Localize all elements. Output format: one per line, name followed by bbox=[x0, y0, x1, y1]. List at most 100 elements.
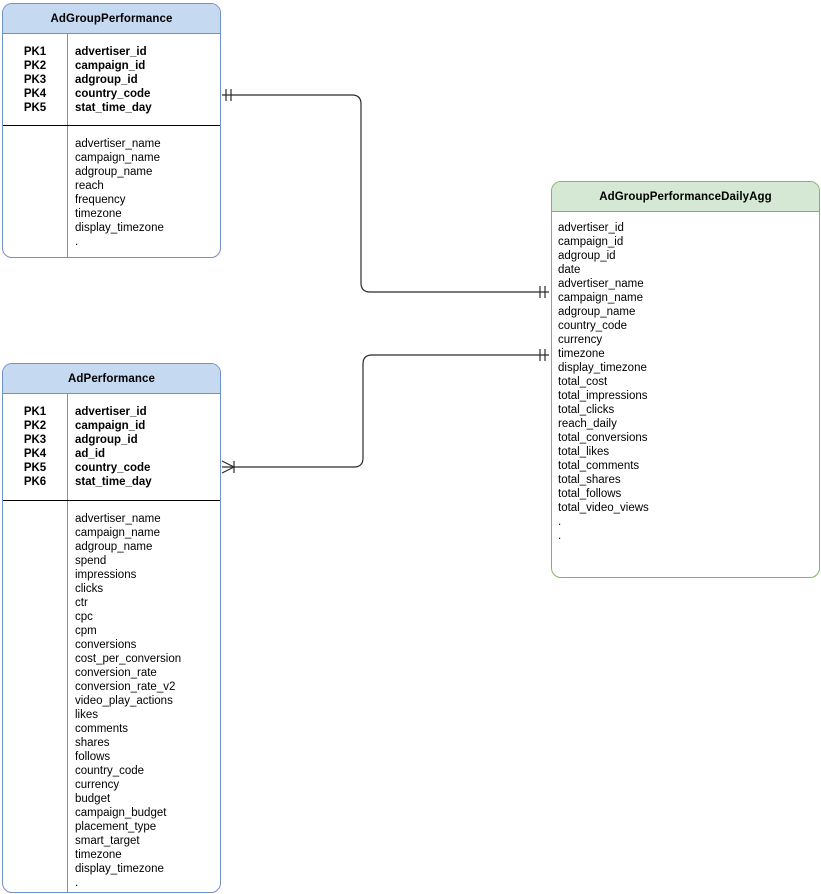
attribute: spend bbox=[75, 555, 107, 567]
key-field: ad_id bbox=[75, 448, 106, 460]
attribute: total_conversions bbox=[558, 432, 648, 444]
key-field: campaign_id bbox=[75, 60, 146, 72]
attribute: advertiser_name bbox=[75, 513, 161, 525]
attribute-ellipsis: . bbox=[75, 877, 79, 889]
attribute: cpc bbox=[75, 611, 93, 623]
key-column-divider bbox=[67, 394, 68, 892]
attribute: frequency bbox=[75, 194, 126, 206]
key-field: campaign_id bbox=[75, 420, 146, 432]
attribute: timezone bbox=[75, 849, 122, 861]
entity-title-adgroup-performance: AdGroupPerformance bbox=[3, 4, 220, 34]
key-field: stat_time_day bbox=[75, 102, 152, 114]
attribute: reach bbox=[75, 180, 104, 192]
attribute: currency bbox=[558, 334, 603, 346]
attribute-ellipsis: . bbox=[75, 890, 181, 892]
relationship-line-ad-to-agg bbox=[222, 354, 549, 468]
key-label: PK5 bbox=[23, 462, 47, 474]
attribute: campaign_name bbox=[75, 152, 161, 164]
key-field: country_code bbox=[75, 88, 151, 100]
attribute: conversions bbox=[75, 639, 137, 651]
attribute: advertiser_name bbox=[75, 138, 161, 150]
attribute: conversion_rate_v2 bbox=[75, 681, 176, 693]
key-label: PK2 bbox=[23, 420, 47, 432]
attribute: impressions bbox=[75, 569, 137, 581]
attribute: total_video_views bbox=[558, 502, 649, 514]
entity-body-adgroup-performance: PK1 PK2 PK3 PK4 PK5 advertiser_id campai… bbox=[3, 34, 220, 258]
key-label-column: PK1 PK2 PK3 PK4 PK5 bbox=[3, 45, 67, 115]
key-label: PK4 bbox=[23, 88, 47, 100]
key-field: adgroup_id bbox=[75, 74, 138, 86]
attribute: total_likes bbox=[558, 446, 610, 458]
relationship-ad-to-agg bbox=[221, 349, 549, 474]
key-label: PK4 bbox=[23, 448, 47, 460]
attribute: country_code bbox=[75, 765, 145, 777]
key-label: PK5 bbox=[23, 102, 47, 114]
attribute: follows bbox=[75, 751, 111, 763]
attribute: campaign_budget bbox=[75, 807, 167, 819]
key-label: PK3 bbox=[23, 74, 47, 86]
attribute-ellipsis: . bbox=[558, 516, 562, 528]
attribute: shares bbox=[75, 737, 110, 749]
entity-body-adgroup-performance-daily-agg: advertiser_id campaign_id adgroup_id dat… bbox=[552, 212, 819, 577]
attribute: likes bbox=[75, 709, 99, 721]
attribute: timezone bbox=[558, 348, 605, 360]
entity-title-ad-performance: AdPerformance bbox=[3, 364, 220, 394]
key-field: advertiser_id bbox=[75, 46, 147, 58]
attribute: cost_per_conversion bbox=[75, 653, 182, 665]
attribute-ellipsis: . bbox=[75, 236, 79, 248]
attribute: adgroup_name bbox=[558, 306, 636, 318]
key-field: advertiser_id bbox=[75, 406, 147, 418]
attribute: currency bbox=[75, 779, 120, 791]
attribute: timezone bbox=[75, 208, 122, 220]
key-field-column: advertiser_id campaign_id adgroup_id cou… bbox=[75, 45, 152, 115]
attribute: cpm bbox=[75, 625, 97, 637]
key-label-column: PK1 PK2 PK3 PK4 PK5 PK6 bbox=[3, 405, 67, 489]
attribute: display_timezone bbox=[558, 362, 647, 374]
relationship-line-adgroup-to-agg bbox=[222, 94, 549, 293]
attribute-column: advertiser_name campaign_name adgroup_na… bbox=[75, 137, 164, 258]
attribute-column: advertiser_id campaign_id adgroup_id dat… bbox=[558, 221, 649, 543]
attribute: ctr bbox=[75, 597, 88, 609]
attribute-ellipsis: . bbox=[75, 250, 79, 258]
attribute: total_follows bbox=[558, 488, 622, 500]
attribute: total_clicks bbox=[558, 404, 615, 416]
attribute: campaign_id bbox=[558, 236, 624, 248]
key-field: country_code bbox=[75, 462, 151, 474]
attribute-column: advertiser_name campaign_name adgroup_na… bbox=[75, 512, 182, 892]
attribute: display_timezone bbox=[75, 222, 164, 234]
attribute: adgroup_id bbox=[558, 250, 616, 262]
entity-ad-performance[interactable]: AdPerformance PK1 PK2 PK3 PK4 PK5 PK6 ad… bbox=[2, 363, 221, 893]
key-label: PK2 bbox=[23, 60, 47, 72]
entity-adgroup-performance[interactable]: AdGroupPerformance PK1 PK2 PK3 PK4 PK5 a… bbox=[2, 3, 221, 258]
key-label: PK1 bbox=[23, 406, 47, 418]
attribute: country_code bbox=[558, 320, 628, 332]
attribute: smart_target bbox=[75, 835, 140, 847]
entity-body-ad-performance: PK1 PK2 PK3 PK4 PK5 PK6 advertiser_id ca… bbox=[3, 394, 220, 892]
key-field: stat_time_day bbox=[75, 476, 152, 488]
attribute: advertiser_name bbox=[558, 278, 644, 290]
attribute: total_shares bbox=[558, 474, 621, 486]
attribute-ellipsis: . bbox=[558, 530, 562, 542]
attribute: budget bbox=[75, 793, 111, 805]
attribute: advertiser_id bbox=[558, 222, 624, 234]
attribute: display_timezone bbox=[75, 863, 164, 875]
attribute: placement_type bbox=[75, 821, 157, 833]
attribute: video_play_actions bbox=[75, 695, 173, 707]
attribute: campaign_name bbox=[75, 527, 161, 539]
attribute: adgroup_name bbox=[75, 541, 153, 553]
attribute: total_impressions bbox=[558, 390, 648, 402]
entity-title-adgroup-performance-daily-agg: AdGroupPerformanceDailyAgg bbox=[552, 182, 819, 212]
attribute: conversion_rate bbox=[75, 667, 157, 679]
key-label: PK1 bbox=[23, 46, 47, 58]
key-attribute-divider bbox=[3, 125, 220, 126]
attribute: clicks bbox=[75, 583, 104, 595]
key-column-divider bbox=[67, 34, 68, 257]
attribute: campaign_name bbox=[558, 292, 644, 304]
entity-adgroup-performance-daily-agg[interactable]: AdGroupPerformanceDailyAgg advertiser_id… bbox=[551, 181, 820, 578]
key-label: PK6 bbox=[23, 476, 47, 488]
key-field: adgroup_id bbox=[75, 434, 138, 446]
relationship-adgroup-to-agg bbox=[222, 89, 549, 298]
key-attribute-divider bbox=[3, 500, 220, 501]
attribute: total_cost bbox=[558, 376, 608, 388]
